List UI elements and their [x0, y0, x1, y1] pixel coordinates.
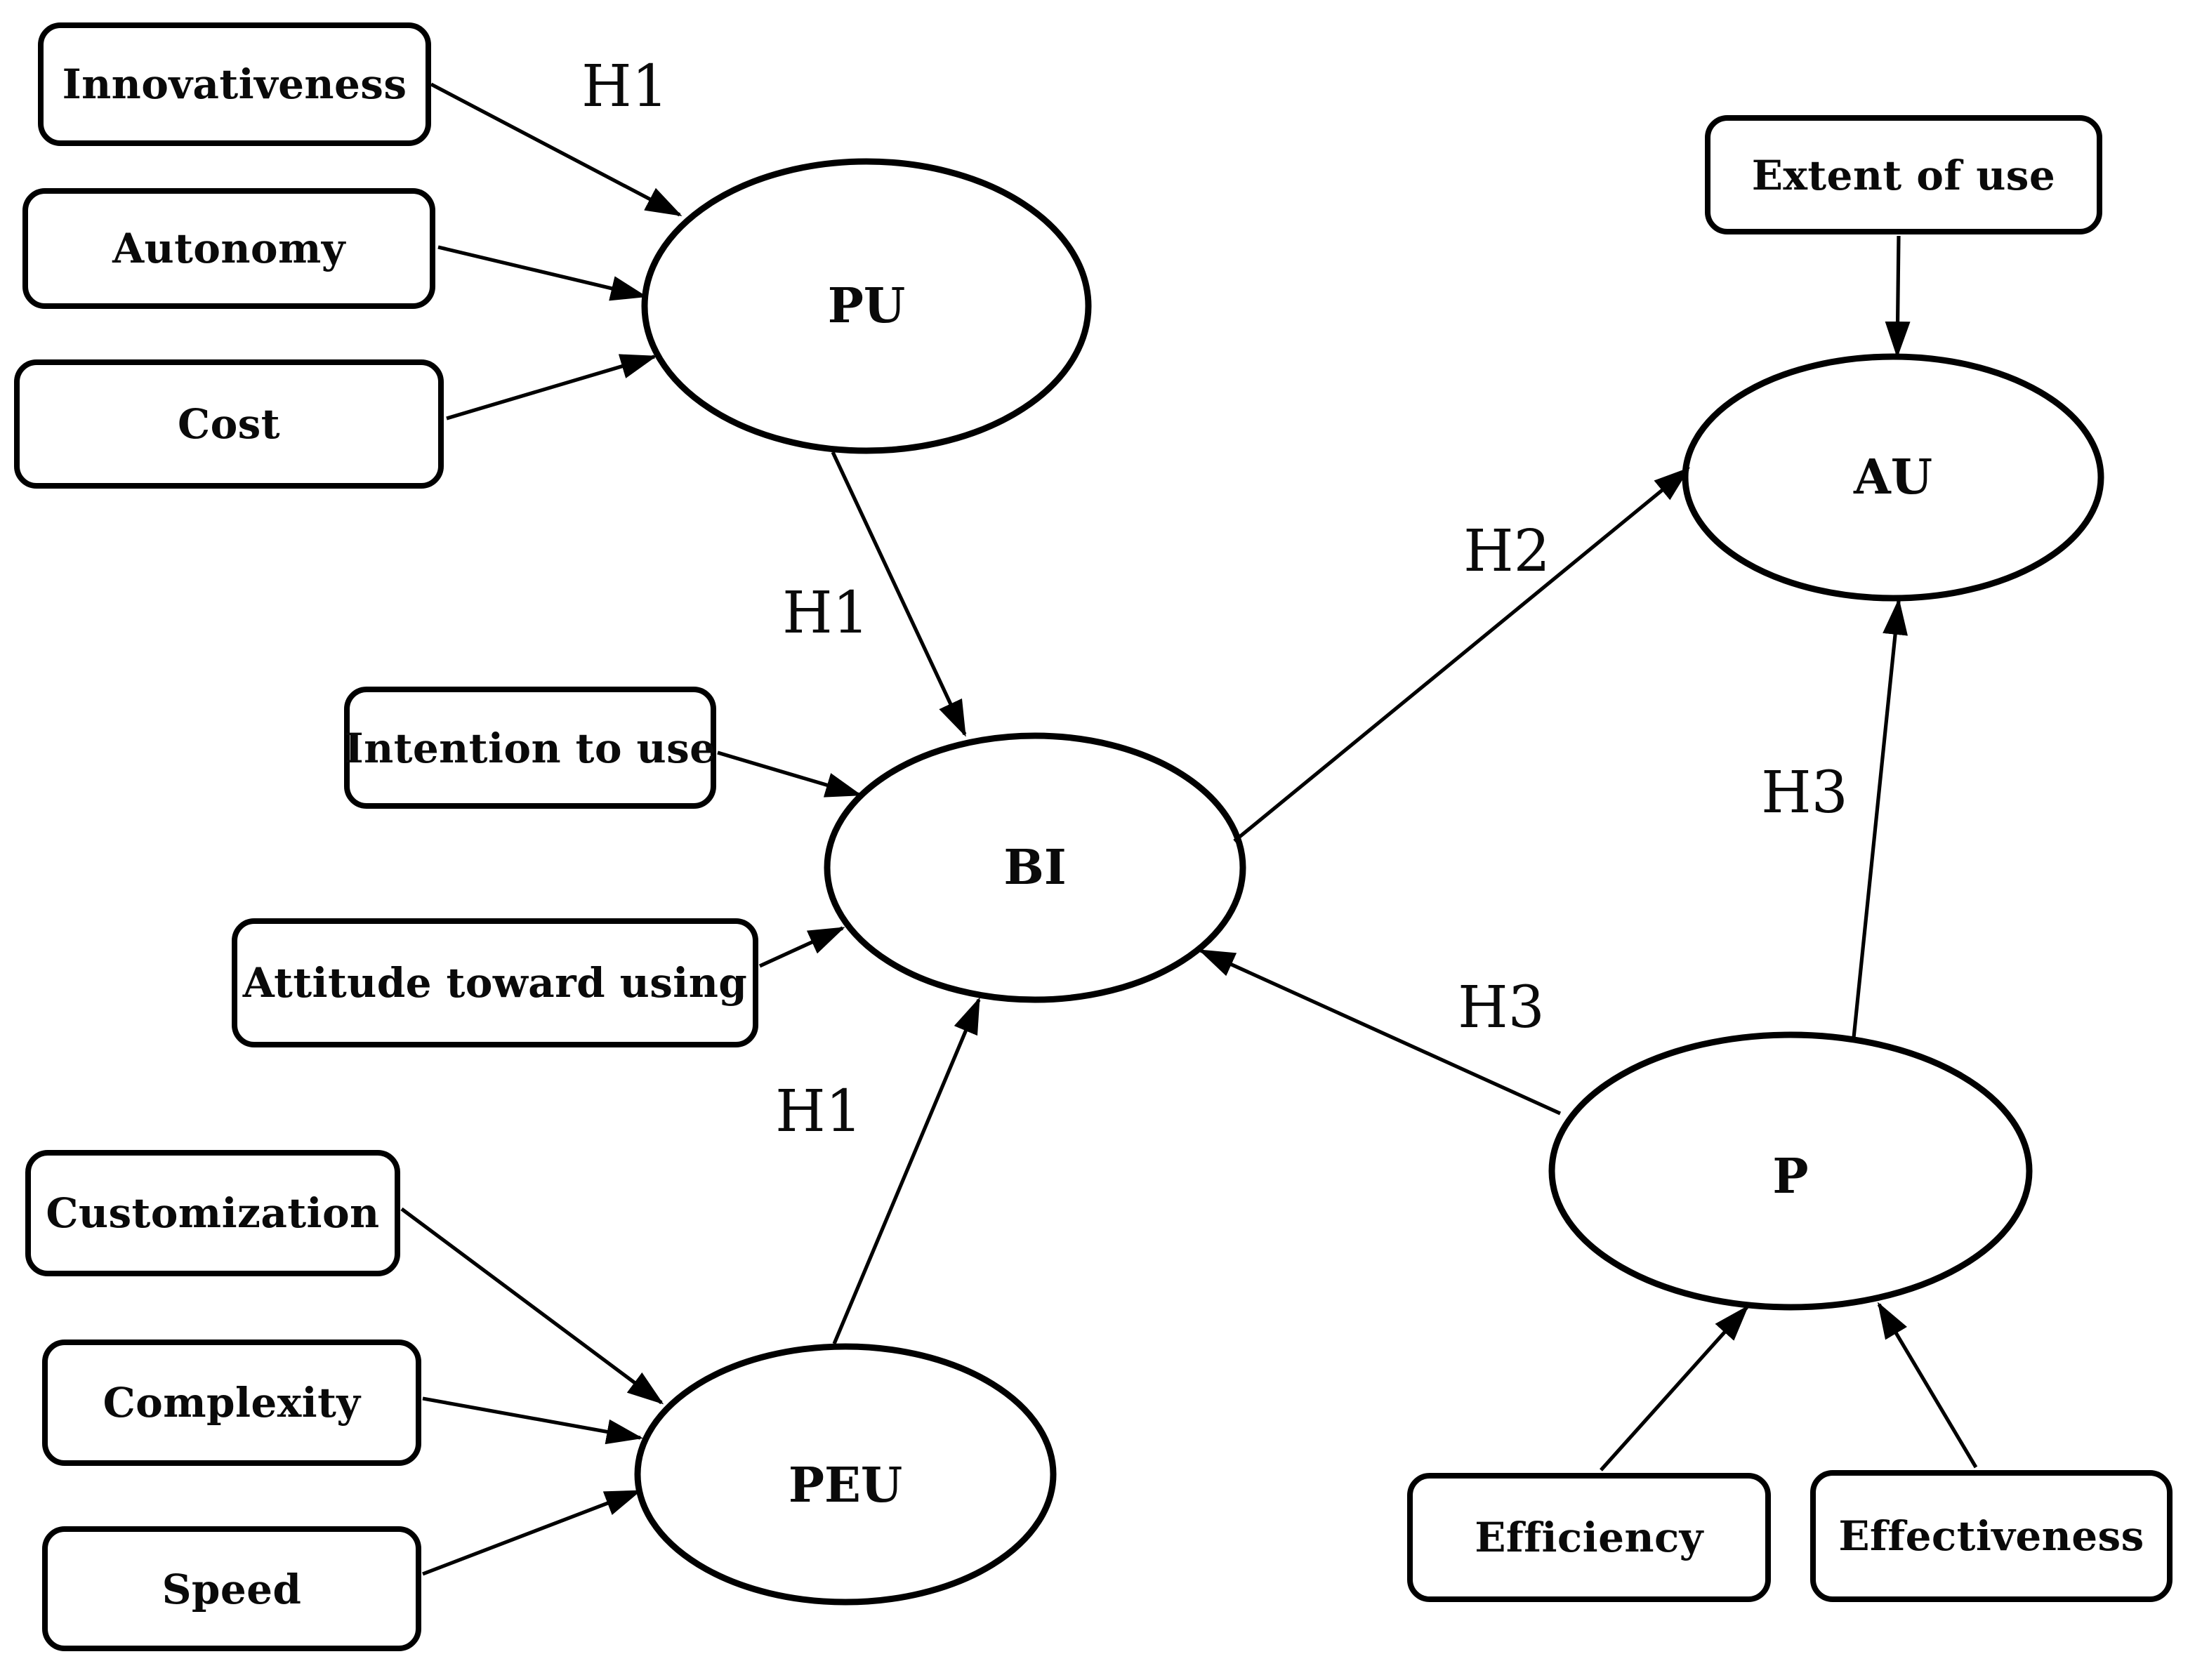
- arrow-customization-to-peu: [400, 1207, 664, 1405]
- indicator-box-extent-of-use: Extent of use: [1705, 115, 2102, 234]
- indicator-box-customization: Customization: [25, 1150, 400, 1276]
- hypothesis-label-h3-p-bi: H3: [1458, 974, 1545, 1041]
- construct-p: P: [1548, 1031, 2033, 1311]
- indicator-label-autonomy: Autonomy: [112, 225, 345, 272]
- arrow-autonomy-to-pu: [437, 245, 647, 301]
- pu-ellipse: [641, 158, 1092, 454]
- indicator-box-complexity: Complexity: [42, 1340, 421, 1466]
- bi-label: BI: [1003, 840, 1066, 896]
- arrow-pu-to-bi: [831, 451, 967, 737]
- indicator-box-attitude-toward-using: Attitude toward using: [232, 918, 758, 1047]
- indicator-label-innovativeness: Innovativeness: [62, 60, 407, 108]
- hypothesis-label-h2-bi-au: H2: [1463, 517, 1550, 585]
- au-label: AU: [1853, 449, 1932, 505]
- arrow-effectiveness-to-p: [1877, 1302, 1978, 1469]
- peu-ellipse: [634, 1343, 1057, 1606]
- arrow-complexity-to-peu: [422, 1396, 643, 1445]
- hypothesis-label-h1-peu-bi: H1: [775, 1078, 862, 1145]
- construct-pu: PU: [641, 158, 1092, 454]
- indicator-label-efficiency: Efficiency: [1475, 1514, 1703, 1561]
- indicator-label-customization: Customization: [46, 1189, 380, 1237]
- indicator-label-extent-of-use: Extent of use: [1751, 151, 2056, 199]
- construct-au: AU: [1682, 353, 2104, 602]
- arrow-peu-to-bi: [832, 997, 981, 1345]
- construct-peu: PEU: [634, 1343, 1057, 1606]
- indicator-box-intention-to-use: Intention to use: [344, 687, 716, 809]
- indicator-label-speed: Speed: [161, 1565, 302, 1613]
- arrow-p-to-au: [1852, 598, 1908, 1038]
- indicator-label-effectiveness: Effectiveness: [1838, 1512, 2144, 1560]
- hypothesis-label-h1-innovativeness-pu: H1: [581, 53, 668, 120]
- indicator-box-speed: Speed: [42, 1526, 421, 1651]
- construct-bi: BI: [824, 732, 1246, 1003]
- arrow-innovativeness-to-pu: [430, 82, 683, 217]
- indicator-box-effectiveness: Effectiveness: [1810, 1470, 2173, 1602]
- p-ellipse: [1548, 1031, 2033, 1311]
- indicator-label-cost: Cost: [178, 400, 280, 448]
- arrow-cost-to-pu: [446, 354, 657, 421]
- arrow-efficiency-to-p: [1600, 1305, 1749, 1471]
- arrow-bi-to-au: [1233, 467, 1691, 843]
- p-label: P: [1772, 1149, 1808, 1205]
- indicator-box-autonomy: Autonomy: [22, 188, 435, 309]
- indicator-box-innovativeness: Innovativeness: [38, 22, 431, 146]
- arrow-attitude-to-bi: [758, 926, 845, 968]
- indicator-label-intention-to-use: Intention to use: [344, 724, 716, 772]
- indicator-label-complexity: Complexity: [103, 1379, 361, 1427]
- arrow-p-to-bi: [1198, 948, 1562, 1116]
- arrow-extent-to-au: [1885, 235, 1911, 358]
- bi-ellipse: [824, 732, 1246, 1003]
- indicator-box-efficiency: Efficiency: [1407, 1473, 1771, 1602]
- hypothesis-label-h3-p-au: H3: [1761, 759, 1848, 826]
- hypothesis-label-h1-pu-bi: H1: [782, 579, 869, 647]
- arrow-intention-to-bi: [717, 750, 862, 798]
- indicator-box-cost: Cost: [14, 359, 444, 489]
- peu-label: PEU: [789, 1457, 902, 1514]
- pu-label: PU: [828, 278, 905, 334]
- arrow-speed-to-peu: [422, 1489, 642, 1576]
- indicator-label-attitude-toward-using: Attitude toward using: [242, 959, 748, 1007]
